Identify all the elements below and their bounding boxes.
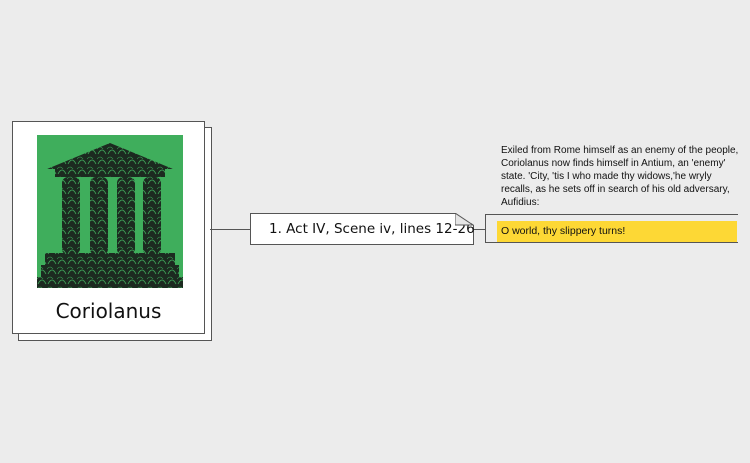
book-cover [37,135,183,288]
connector-line [474,229,485,230]
folded-corner-icon [455,213,474,226]
description-text: Exiled from Rome himself as an enemy of … [501,145,739,208]
connector-line [210,229,250,230]
quote-highlight[interactable]: O world, thy slippery turns! [497,221,737,242]
book-title: Coriolanus [55,299,162,323]
act-note[interactable]: 1. Act IV, Scene iv, lines 12-26. [250,213,474,245]
act-note-label: 1. Act IV, Scene iv, lines 12-26. [269,221,479,237]
book-card[interactable]: Coriolanus [12,121,205,334]
temple-columns-icon [37,143,183,288]
